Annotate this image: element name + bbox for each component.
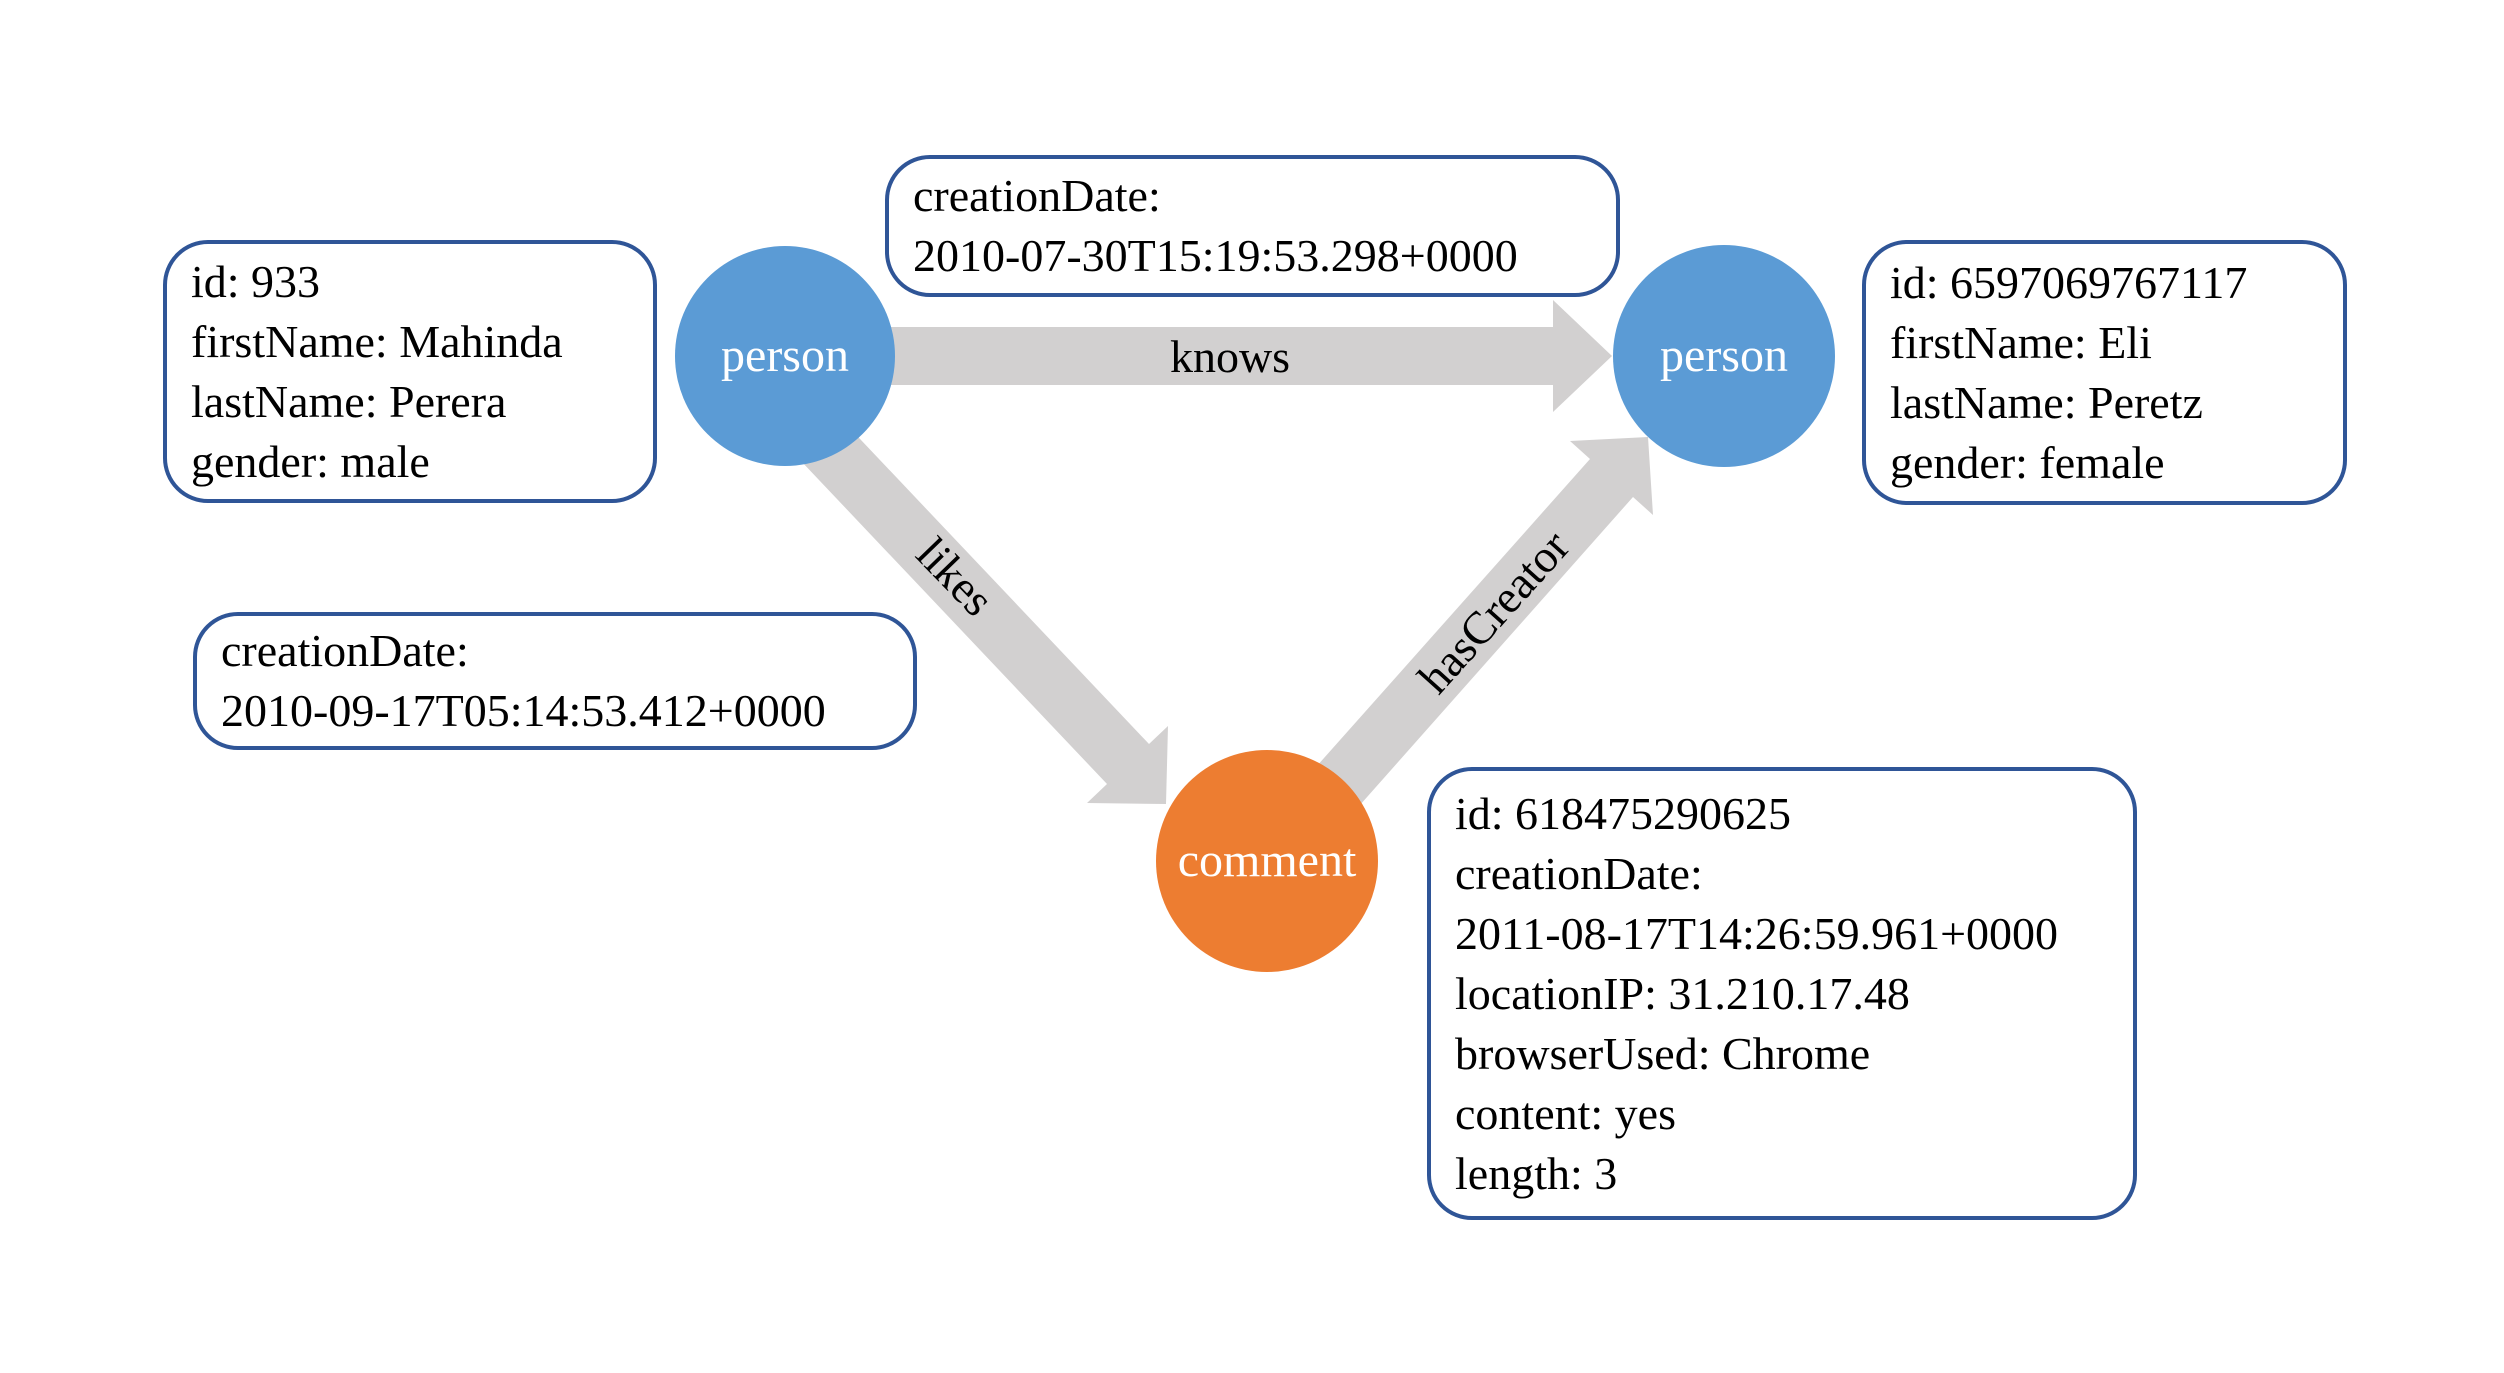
property-line: id: 933: [191, 255, 321, 307]
property-line: lastName: Peretz: [1890, 376, 2203, 428]
property-line: creationDate:: [1455, 847, 1703, 899]
likes-arrow: [801, 421, 1168, 804]
comment-node: comment: [1156, 750, 1378, 972]
property-line: gender: male: [191, 435, 430, 487]
property-line: length: 3: [1455, 1147, 1618, 1199]
person1-node: person: [675, 246, 895, 466]
property-line: locationIP: 31.210.17.48: [1455, 967, 1910, 1019]
property-line: 2011-08-17T14:26:59.961+0000: [1455, 907, 2059, 959]
property-line: firstName: Eli: [1890, 316, 2152, 368]
person2-node-label: person: [1660, 329, 1788, 382]
person2-properties-box: id: 6597069767117 firstName: Eli lastNam…: [1862, 240, 2347, 505]
property-line: browserUsed: Chrome: [1455, 1027, 1871, 1079]
property-line: creationDate:: [913, 170, 1161, 221]
likes-edge-properties-box: creationDate: 2010-09-17T05:14:53.412+00…: [193, 612, 917, 750]
person1-node-label: person: [721, 329, 849, 382]
person2-node: person: [1613, 245, 1835, 467]
property-line: gender: female: [1890, 436, 2165, 488]
knows-arrow: [880, 300, 1612, 412]
hascreator-arrow: [1308, 437, 1653, 814]
property-line: firstName: Mahinda: [191, 315, 563, 367]
comment-properties-box: id: 618475290625 creationDate: 2011-08-1…: [1427, 767, 2137, 1220]
person1-properties-box: id: 933 firstName: Mahinda lastName: Per…: [163, 240, 657, 503]
property-line: creationDate:: [221, 625, 469, 676]
knows-edge-label: knows: [1169, 331, 1291, 382]
property-line: id: 6597069767117: [1890, 256, 2248, 308]
property-line: lastName: Perera: [191, 375, 507, 427]
property-line: id: 618475290625: [1455, 787, 1792, 839]
property-line: 2010-09-17T05:14:53.412+0000: [221, 685, 826, 736]
comment-node-label: comment: [1177, 834, 1357, 887]
property-line: content: yes: [1455, 1087, 1676, 1139]
knows-edge-properties-box: creationDate: 2010-07-30T15:19:53.298+00…: [885, 155, 1620, 297]
property-line: 2010-07-30T15:19:53.298+0000: [913, 230, 1518, 281]
